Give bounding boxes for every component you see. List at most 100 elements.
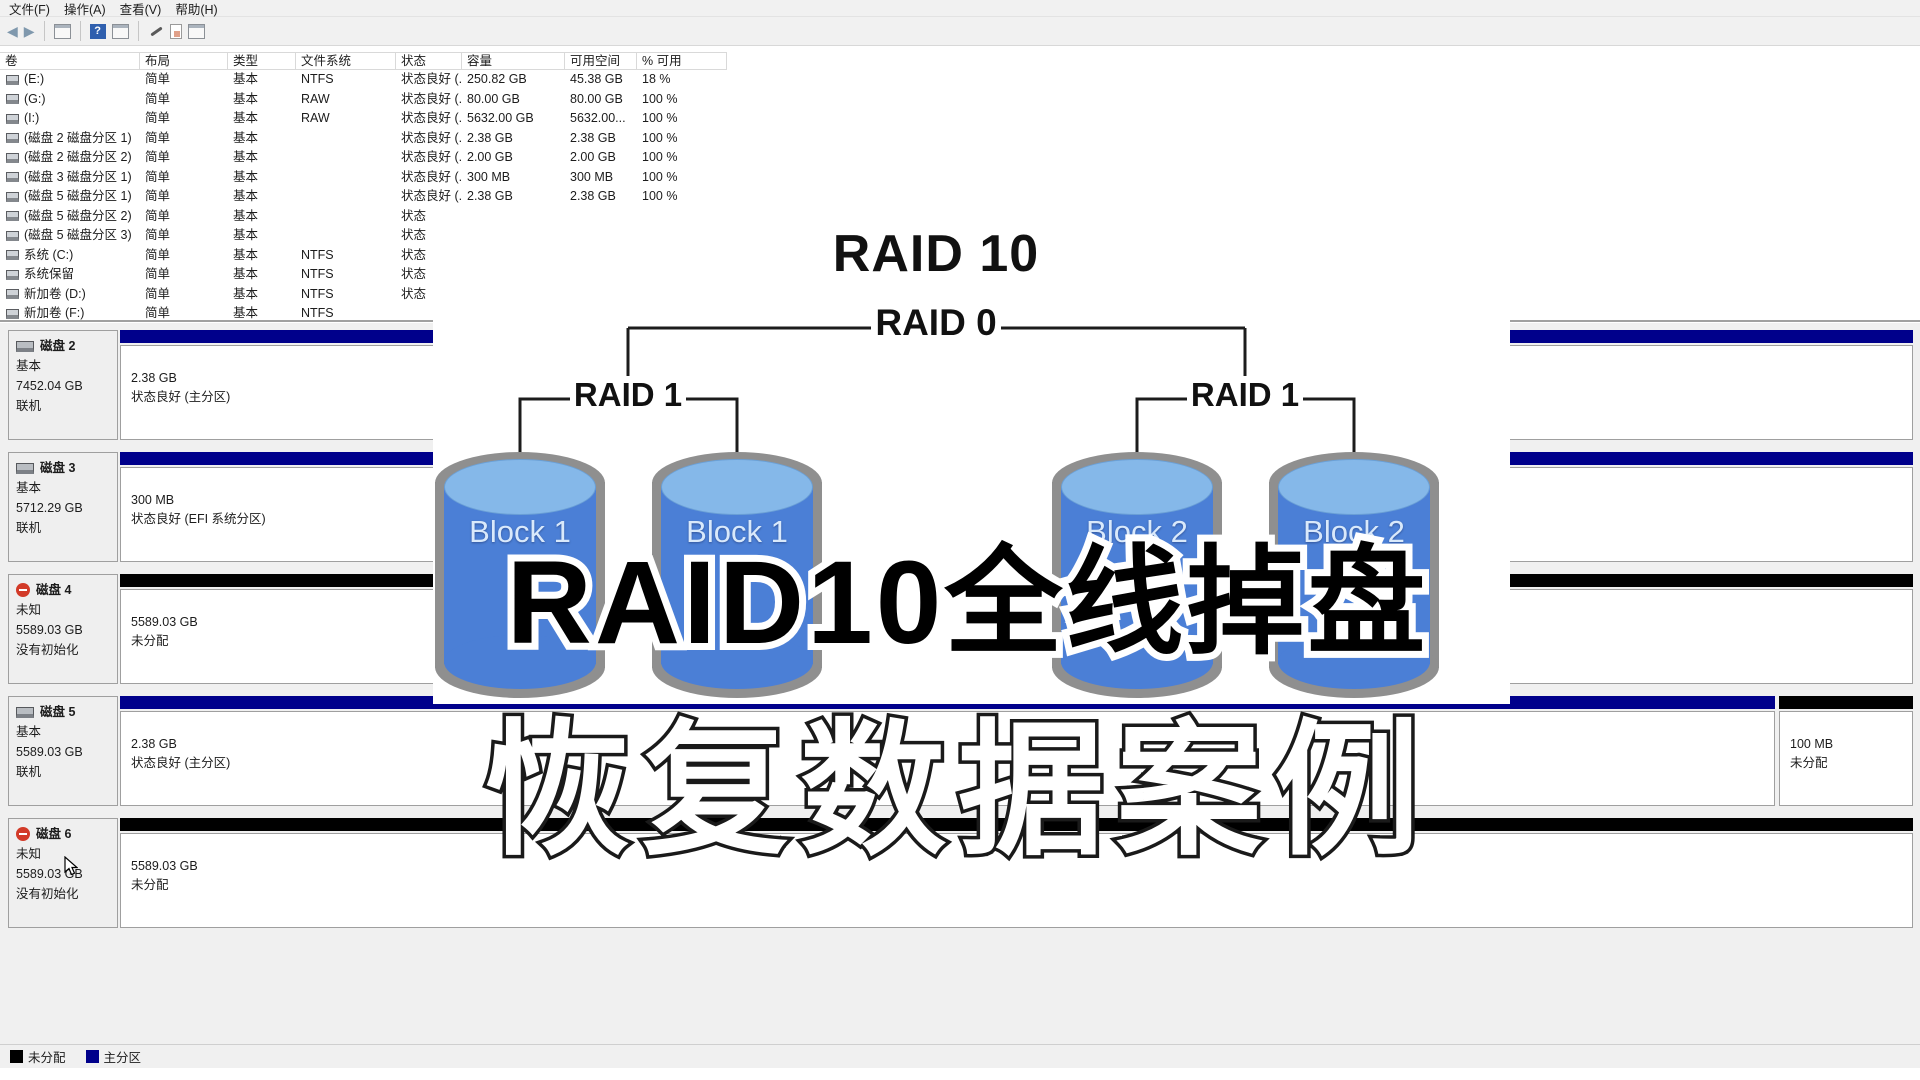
- partition-size: 2.38 GB: [131, 737, 177, 751]
- volume-name: (磁盘 5 磁盘分区 2): [24, 208, 132, 223]
- partition-color-bar: [1779, 696, 1913, 709]
- cell-layout: 简单: [145, 286, 171, 301]
- disk-type: 基本: [16, 725, 42, 739]
- menu-item[interactable]: 查看(V): [119, 2, 162, 17]
- cylinder-shape: [1061, 459, 1213, 515]
- cylinder-shape: [444, 459, 596, 515]
- overlay-headline-outline: RAID10全线掉盘: [500, 531, 1433, 675]
- partition-size: 5589.03 GB: [131, 859, 198, 873]
- cylinder-shape: [1061, 635, 1213, 689]
- table-row[interactable]: (磁盘 5 磁盘分区 3)简单基本状态: [0, 226, 1920, 246]
- cell-type: 基本: [233, 91, 259, 106]
- table-row[interactable]: (磁盘 5 磁盘分区 2)简单基本状态: [0, 207, 1920, 227]
- legend-unallocated: 未分配: [10, 1047, 66, 1066]
- disk-cylinder: Block 2: [1269, 452, 1439, 698]
- column-header-status[interactable]: 状态: [396, 53, 462, 69]
- cell-capacity: 300 MB: [467, 169, 511, 184]
- cell-layout: 简单: [145, 267, 171, 281]
- volume-name: (磁盘 3 磁盘分区 1): [24, 169, 132, 184]
- help-icon[interactable]: ?: [89, 23, 106, 39]
- volume-name: 系统保留: [24, 267, 75, 281]
- overlay-subline-outline: 恢复数据案例: [481, 709, 1432, 872]
- partition-size: 2.38 GB: [131, 371, 177, 385]
- partition[interactable]: 5589.03 GB 未分配: [120, 818, 1913, 928]
- column-header-free[interactable]: 可用空间: [565, 53, 637, 69]
- forward-icon[interactable]: ▶: [23, 23, 35, 39]
- cell-status: 状态: [401, 208, 427, 223]
- disk-size: 5712.29 GB: [16, 501, 83, 515]
- cylinder-block-label: Block 2: [1086, 514, 1188, 549]
- volume-name: (磁盘 2 磁盘分区 1): [24, 130, 132, 145]
- overlay-subbox: 恢复数据案例 恢复数据案例: [422, 702, 1482, 880]
- menu-item[interactable]: 帮助(H): [175, 2, 218, 17]
- column-header-volume[interactable]: 卷: [0, 53, 140, 69]
- console-window-icon[interactable]: [53, 23, 71, 39]
- column-header-capacity[interactable]: 容量: [462, 53, 565, 69]
- cell-volume: (磁盘 2 磁盘分区 2): [0, 148, 140, 168]
- report-icon[interactable]: [169, 23, 182, 39]
- cell-volume: 系统保留: [0, 265, 140, 285]
- partition-size: 5589.03 GB: [131, 615, 198, 629]
- disk-type: 基本: [16, 359, 42, 373]
- cell-free: 80.00 GB: [570, 91, 623, 106]
- cell-type: 基本: [233, 267, 259, 281]
- bottom-strip: [0, 1068, 1920, 1080]
- manage-icon[interactable]: [148, 24, 164, 39]
- disk-error-icon: [16, 827, 30, 841]
- column-header-type[interactable]: 类型: [228, 53, 296, 69]
- column-header-fs[interactable]: 文件系统: [296, 53, 396, 69]
- overlay-headline-text: RAID10全线掉盘: [506, 537, 1429, 669]
- partition-size: 300 MB: [131, 493, 175, 507]
- legend-swatch-primary: [85, 1050, 99, 1063]
- cell-pct: 100 %: [642, 130, 678, 145]
- cell-layout: 简单: [145, 169, 171, 184]
- cell-volume: 新加卷 (D:): [0, 285, 140, 305]
- cell-pct: 18 %: [642, 72, 671, 86]
- volume-icon: [6, 74, 19, 85]
- cell-volume: 新加卷 (F:): [0, 304, 140, 320]
- cylinder-shape: [661, 635, 813, 689]
- column-header-pct[interactable]: % 可用: [637, 53, 727, 69]
- cell-status: 状态良好 (...: [401, 189, 462, 203]
- toolbar: ◀ ▶?: [0, 17, 1920, 46]
- view-window-icon[interactable]: [187, 23, 205, 39]
- partition-status: 未分配: [131, 878, 169, 892]
- back-icon[interactable]: ◀: [7, 23, 18, 39]
- menu-item[interactable]: 文件(F): [9, 2, 50, 17]
- column-header-layout[interactable]: 布局: [140, 53, 228, 69]
- cell-fs: [296, 148, 396, 168]
- cell-volume: (磁盘 5 磁盘分区 2): [0, 207, 140, 227]
- disk-title: 磁盘 3: [16, 458, 117, 478]
- cell-layout: 简单: [145, 111, 171, 125]
- volume-name: 新加卷 (F:): [24, 306, 85, 320]
- volume-icon: [6, 230, 19, 241]
- menu-item[interactable]: 操作(A): [63, 2, 106, 17]
- action-pane-icon[interactable]: [111, 23, 129, 39]
- volume-icon: [6, 250, 19, 261]
- disk-title: 磁盘 4: [16, 580, 117, 600]
- cell-status: 状态: [401, 286, 427, 301]
- volume-icon: [6, 94, 19, 105]
- volume-icon: [6, 211, 19, 222]
